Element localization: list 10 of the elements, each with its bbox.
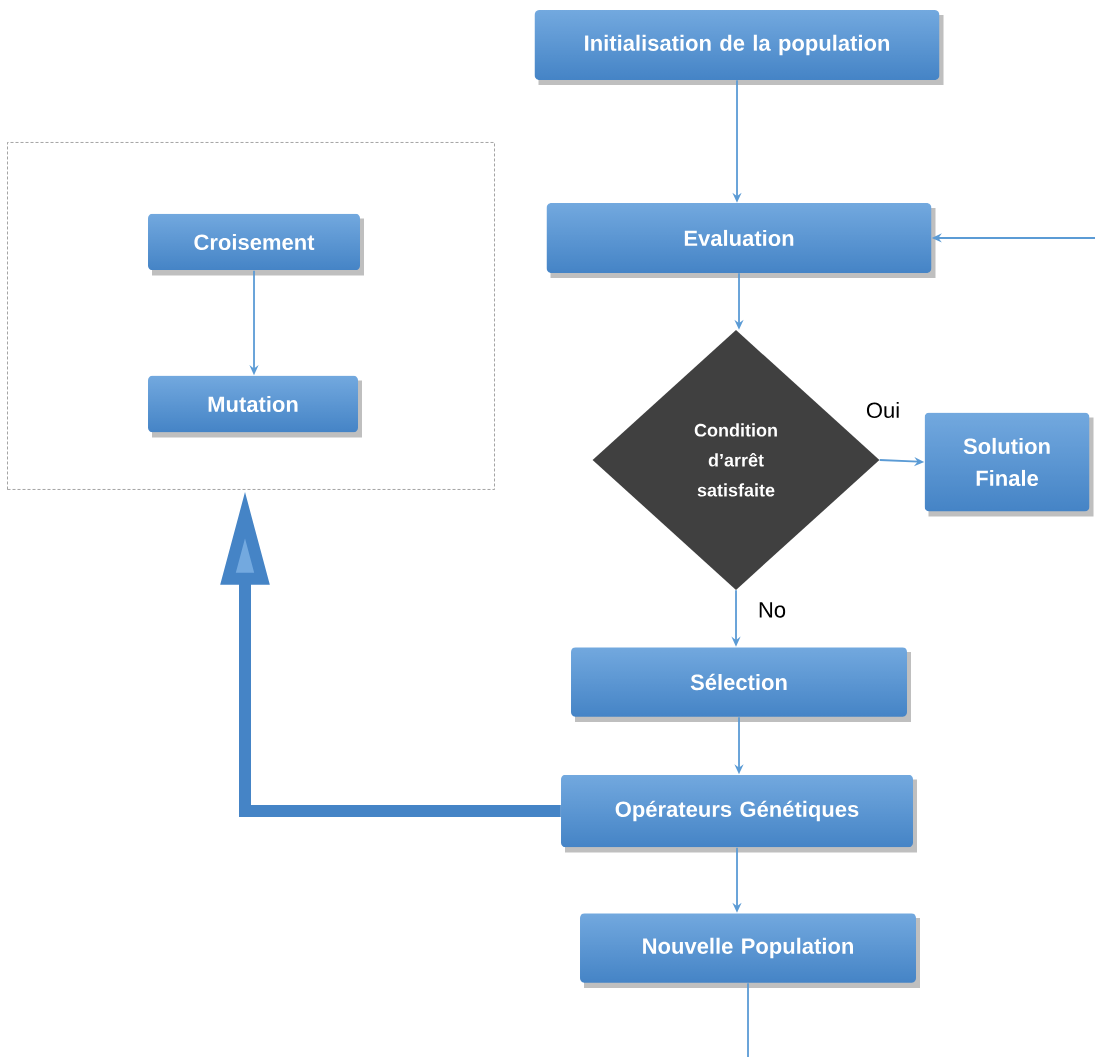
- process-box: Solution Finale: [924, 412, 1094, 517]
- process-box: Sélection: [571, 647, 911, 722]
- process-box: Evaluation: [546, 203, 936, 278]
- process-box: Opérateurs Génétiques: [561, 774, 917, 853]
- edge-label: No: [756, 601, 788, 619]
- process-box: Initialisation de la population: [534, 10, 944, 85]
- dashed-frame: [7, 142, 495, 490]
- process-box: Nouvelle Population: [580, 913, 920, 988]
- process-box: Croisement: [148, 213, 364, 276]
- process-box: Mutation: [148, 375, 362, 438]
